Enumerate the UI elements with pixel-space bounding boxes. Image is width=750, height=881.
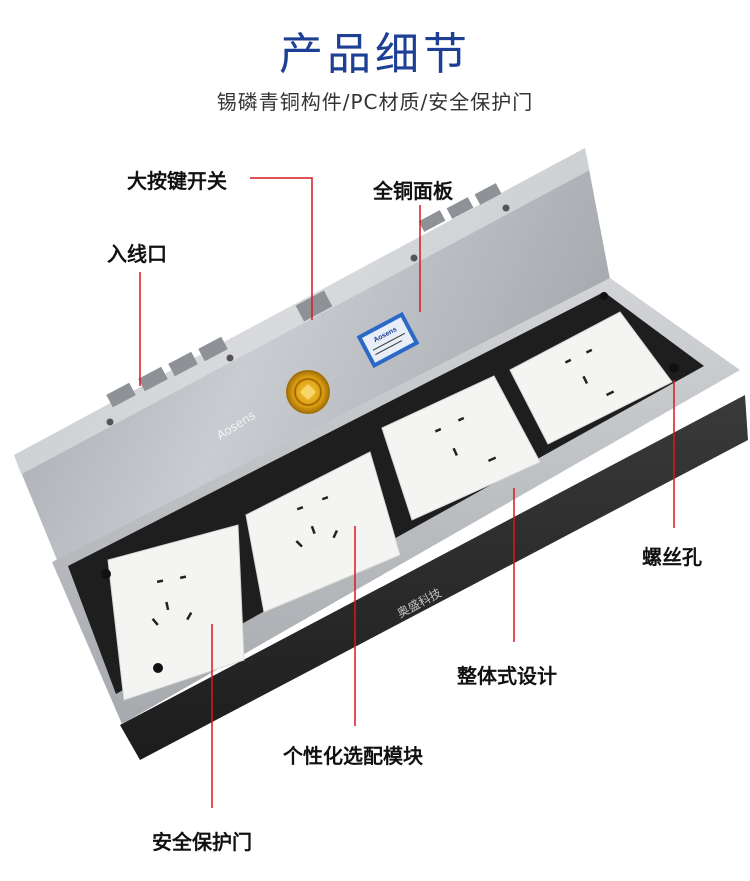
product-sticker: Aosens	[356, 311, 420, 369]
lid-hinge-tab	[295, 290, 333, 322]
big-switch-button	[286, 370, 330, 414]
page-title: 产品细节	[279, 29, 471, 80]
screw-hole-top	[600, 292, 608, 300]
socket-3	[381, 375, 541, 521]
label-big-switch: 大按键开关	[127, 169, 227, 193]
leader-big-switch	[250, 177, 313, 320]
label-screw-hole: 螺丝孔	[642, 545, 702, 569]
lid-screws	[106, 204, 510, 426]
socket-4	[509, 311, 673, 445]
stainless-lid	[14, 148, 612, 572]
screw-hole-right	[669, 363, 679, 373]
page-subtitle: 锡磷青铜构件/PC材质/安全保护门	[216, 90, 534, 114]
housing-body	[120, 395, 748, 760]
label-integrated-design: 整体式设计	[457, 664, 557, 688]
label-custom-modules: 个性化选配模块	[283, 744, 423, 768]
label-copper-panel: 全铜面板	[373, 179, 453, 203]
leader-lines	[139, 177, 675, 808]
cable-inlet-notches-left	[106, 336, 228, 408]
socket-2	[245, 451, 401, 613]
cable-inlet-notches-right	[418, 183, 502, 232]
label-safety-door: 安全保护门	[152, 830, 252, 854]
label-cable-inlet: 入线口	[107, 242, 167, 266]
socket-1	[101, 524, 245, 701]
